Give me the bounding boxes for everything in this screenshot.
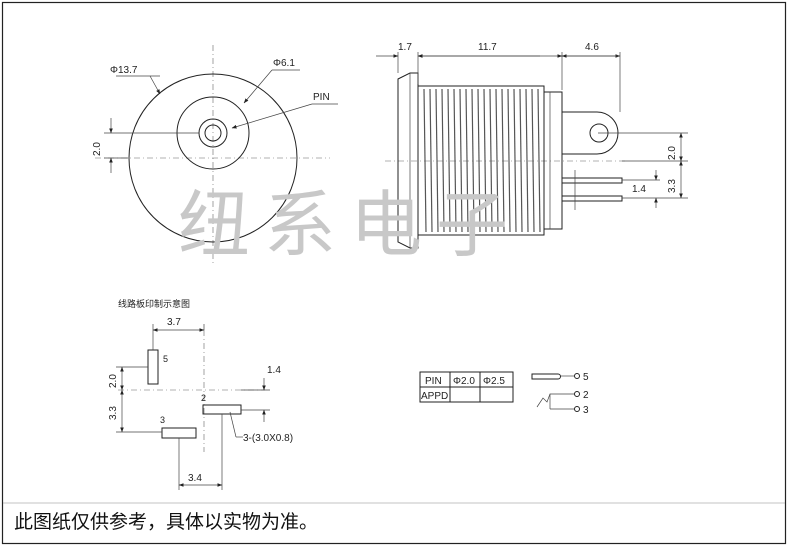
schematic-symbol: 5 2 3 [531, 372, 589, 416]
pcb-pad-5-label: 5 [163, 354, 168, 364]
schematic-pin-2: 2 [583, 390, 589, 401]
table-header-d25: Φ2.5 [483, 376, 505, 387]
pcb-title: 线路板印制示意图 [118, 298, 190, 309]
front-offset-dim: 2.0 [92, 142, 103, 156]
inner-diameter-label: Φ6.1 [273, 58, 295, 69]
schematic-pin-3: 3 [583, 405, 589, 416]
pcb-pad-3-label: 3 [160, 415, 165, 425]
front-view: Φ13.7 Φ6.1 PIN 2.0 [92, 45, 338, 265]
footer-note: 此图纸仅供参考，具体以实物为准。 [14, 511, 318, 533]
side-rear-housing [543, 91, 563, 230]
dim-body: 11.7 [478, 42, 497, 53]
pcb-dim-3-3: 3.3 [108, 406, 119, 420]
thread-lines [423, 88, 541, 233]
side-pin-3 [561, 195, 623, 202]
dim-side-3-3: 3.3 [667, 179, 678, 193]
side-pin-2 [561, 177, 623, 184]
outer-diameter-label: Φ13.7 [110, 65, 138, 76]
pcb-pad-2 [202, 404, 242, 415]
watermark-text: 纽系电子 [178, 183, 522, 267]
table-row-appd: APPD [421, 391, 448, 402]
dim-side-2-0: 2.0 [667, 146, 678, 160]
dim-side-1-4: 1.4 [632, 184, 646, 195]
pcb-dim-3-4: 3.4 [188, 473, 202, 484]
pcb-pad-3 [161, 427, 197, 439]
pin-label: PIN [313, 92, 330, 103]
front-outer-circle [128, 73, 298, 243]
pcb-dim-width: 3.7 [167, 317, 181, 328]
table-header-d20: Φ2.0 [453, 376, 475, 387]
pcb-slot-note: 3-(3.0X0.8) [243, 433, 293, 444]
pcb-dim-1-4: 1.4 [267, 365, 281, 376]
pcb-layout: 线路板印制示意图 5 2 3 3.7 2.0 3.3 1.4 3.4 [108, 298, 293, 490]
dim-tail: 4.6 [585, 42, 599, 53]
dim-flange: 1.7 [398, 42, 412, 53]
pcb-pad-5 [147, 349, 159, 385]
table-header-pin: PIN [425, 376, 442, 387]
side-view: 1.7 11.7 4.6 2.0 1.4 3.3 [376, 42, 688, 249]
pcb-pad-2-label: 2 [201, 393, 206, 403]
pcb-dim-2-0: 2.0 [108, 374, 119, 388]
spec-table: PIN Φ2.0 Φ2.5 APPD [419, 371, 514, 403]
schematic-pin-5: 5 [583, 372, 589, 383]
front-pin [204, 124, 222, 142]
